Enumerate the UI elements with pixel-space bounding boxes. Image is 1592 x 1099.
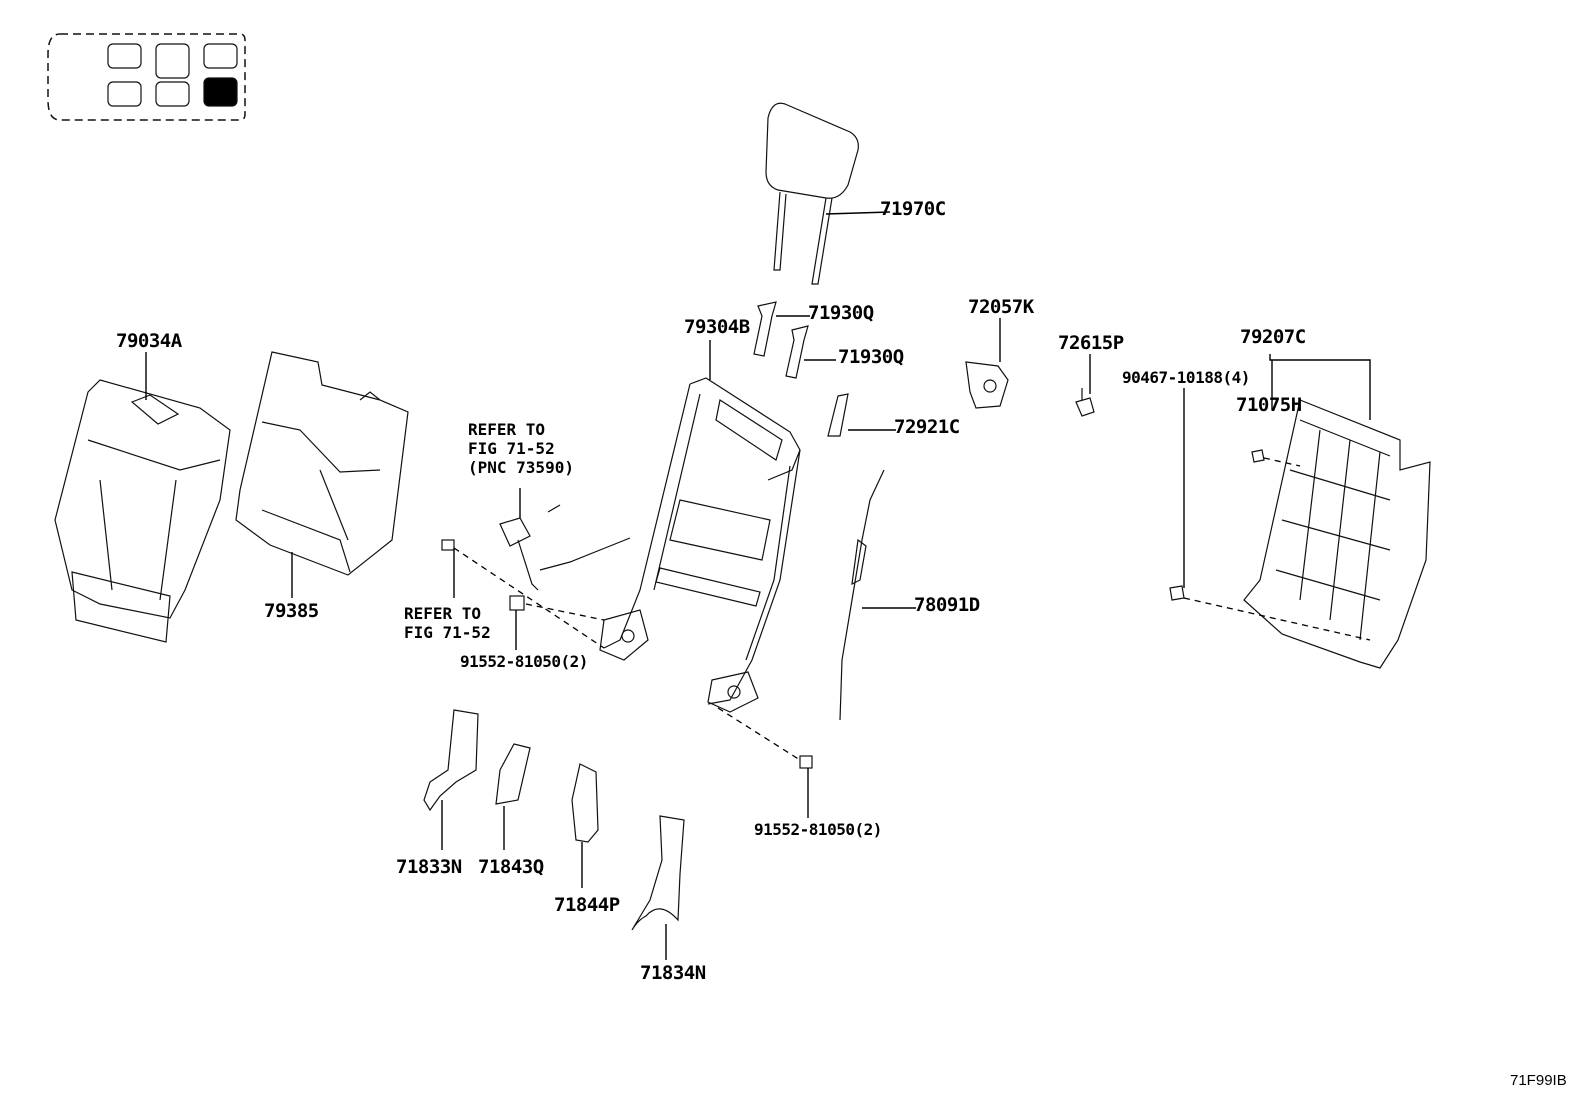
- seatback-cover-79034A: [54, 379, 231, 643]
- refer-note-line: REFER TO: [404, 604, 482, 623]
- bolt-left: [441, 539, 525, 611]
- label-72615P[interactable]: 72615P: [1058, 332, 1124, 354]
- label-71930Q-upper[interactable]: 71930Q: [808, 302, 874, 324]
- headrest-guide-71930Q-upper: [753, 301, 777, 357]
- seatback-board-79207C: [1243, 399, 1431, 669]
- refer-note-line: FIG 71-52: [468, 439, 555, 458]
- label-71930Q-lower[interactable]: 71930Q: [838, 346, 904, 368]
- assembly-dashed-lines: [453, 457, 1371, 761]
- label-71844P[interactable]: 71844P: [554, 894, 620, 916]
- label-79034A[interactable]: 79034A: [116, 330, 182, 352]
- seat-belt-sensor: [499, 504, 631, 591]
- refer-note-fig-71-52[interactable]: REFER TO FIG 71-52: [404, 604, 491, 642]
- label-91552-81050-left[interactable]: 91552-81050(2): [460, 652, 588, 671]
- label-91552-81050-right[interactable]: 91552-81050(2): [754, 820, 882, 839]
- label-71834N[interactable]: 71834N: [640, 962, 706, 984]
- label-71833N[interactable]: 71833N: [396, 856, 462, 878]
- seatback-pad-79385: [235, 351, 409, 576]
- refer-note-line: REFER TO: [468, 420, 546, 439]
- seatback-frame-79304B: [599, 377, 801, 713]
- label-71843Q[interactable]: 71843Q: [478, 856, 544, 878]
- label-90467-10188[interactable]: 90467-10188(4): [1122, 368, 1250, 387]
- label-79304B[interactable]: 79304B: [684, 316, 750, 338]
- lock-cover-72057K: [965, 361, 1009, 409]
- cover-71843Q: [495, 743, 531, 805]
- clip-71075H: [1251, 449, 1265, 463]
- headrest-guide-71930Q-lower: [785, 325, 809, 379]
- label-72057K[interactable]: 72057K: [968, 296, 1034, 318]
- figure-id: 71F99IB: [1510, 1072, 1567, 1089]
- cover-71834N: [631, 815, 685, 931]
- label-79207C[interactable]: 79207C: [1240, 326, 1306, 348]
- refer-note-pnc-73590[interactable]: REFER TO FIG 71-52 (PNC 73590): [468, 420, 574, 477]
- seat-locator-icon: [47, 33, 246, 121]
- clip-72921C: [827, 393, 849, 437]
- cover-71833N: [423, 709, 479, 812]
- label-71075H[interactable]: 71075H: [1236, 394, 1302, 416]
- label-78091D[interactable]: 78091D: [914, 594, 980, 616]
- cover-72615P: [1075, 388, 1095, 417]
- label-72921C[interactable]: 72921C: [894, 416, 960, 438]
- label-79385[interactable]: 79385: [264, 600, 319, 622]
- refer-note-line: (PNC 73590): [468, 458, 574, 477]
- cover-71844P: [571, 763, 599, 843]
- clip-90467-10188: [1169, 585, 1185, 601]
- bolt-right: [799, 755, 813, 769]
- label-71970C[interactable]: 71970C: [880, 198, 946, 220]
- refer-note-line: FIG 71-52: [404, 623, 491, 642]
- release-cable-78091D: [839, 469, 885, 721]
- headrest-71970C: [765, 102, 859, 285]
- leader-lines: [145, 211, 1371, 960]
